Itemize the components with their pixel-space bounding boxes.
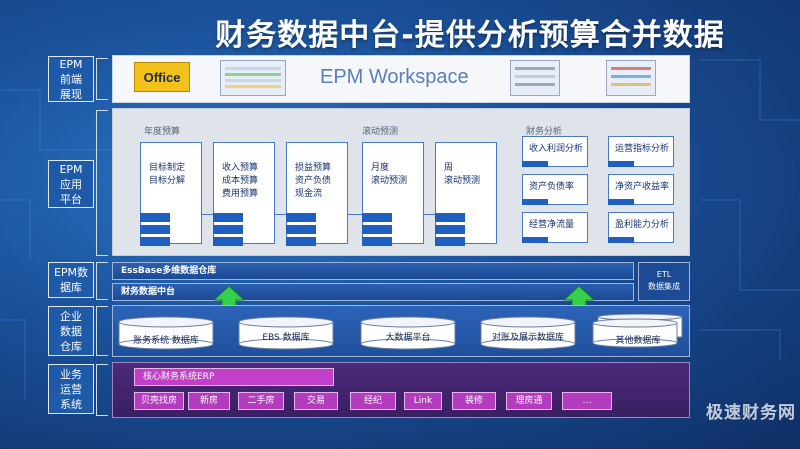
bracket-ops: [96, 364, 108, 416]
card-target-text: 目标制定 目标分解: [149, 163, 186, 186]
card-block: [286, 225, 316, 234]
analysis-roe: 净资产收益率: [608, 174, 674, 205]
side-label-epm-app: EPM 应用 平台: [48, 160, 94, 208]
mini-block: [608, 199, 634, 205]
ops-chip-link: Link: [404, 392, 442, 410]
analysis-operating-metrics: 运营指标分析: [608, 136, 674, 167]
analysis-net-flow: 经营净流量: [522, 212, 588, 243]
erp-bar: 核心财务系统ERP: [134, 368, 334, 386]
database-icon: [360, 316, 456, 350]
ops-chip-lifangtong: 理房通: [506, 392, 552, 410]
analysis-debt-ratio-text: 资产负债率: [529, 182, 575, 192]
mini-block: [522, 237, 548, 243]
warehouse-item-reconciliation: 对账及展示数据库: [491, 333, 564, 343]
side-label-epm-db: EPM数 据库: [48, 262, 94, 298]
ops-chip-beike: 贝壳找房: [134, 392, 184, 410]
database-icon: [118, 316, 214, 350]
card-block: [435, 225, 465, 234]
database-icon: [238, 316, 334, 350]
bracket-epm-app: [96, 110, 108, 256]
card-revenue-cost: 收入预算 成本预算 费用预算: [213, 142, 275, 246]
analysis-profitability-text: 盈利能力分析: [615, 220, 670, 230]
warehouse-item-ebs: EBS 数据库: [262, 333, 310, 343]
card-block: [362, 225, 392, 234]
mini-block: [522, 199, 548, 205]
workspace-title: EPM Workspace: [320, 66, 469, 88]
card-target: 目标制定 目标分解: [140, 142, 202, 246]
bracket-epm-front: [96, 58, 108, 100]
mini-block: [522, 161, 548, 167]
analysis-operating-metrics-text: 运营指标分析: [615, 144, 670, 154]
card-block: [213, 225, 243, 234]
spreadsheet-thumbnail: [220, 60, 286, 96]
ops-chip-more: …: [562, 392, 612, 410]
card-block: [213, 237, 243, 246]
card-pl-balance: 损益预算 资产负债 现金流: [286, 142, 348, 246]
finance-hub-bar: 财务数据中台: [112, 283, 634, 301]
office-logo-text: Office: [143, 69, 181, 85]
card-monthly-forecast-text: 月度 滚动预测: [371, 163, 408, 186]
side-label-ops: 业务 运营 系统: [48, 364, 94, 414]
workspace-bar: [112, 55, 690, 103]
card-block: [213, 213, 243, 222]
card-block: [140, 237, 170, 246]
dashboard-thumbnail: [606, 60, 656, 96]
card-block: [286, 237, 316, 246]
card-block: [362, 213, 392, 222]
ops-chip-new-house: 新房: [188, 392, 230, 410]
group-label-financial-analysis: 财务分析: [526, 127, 563, 137]
card-weekly-forecast-text: 周 滚动预测: [444, 163, 481, 186]
analysis-revenue-profit-text: 收入利润分析: [529, 144, 584, 154]
warehouse-item-other: 其他数据库: [615, 336, 661, 346]
database-icon: [480, 316, 576, 350]
card-weekly-forecast: 周 滚动预测: [435, 142, 497, 246]
analysis-revenue-profit: 收入利润分析: [522, 136, 588, 167]
group-label-rolling-forecast: 滚动预测: [362, 127, 399, 137]
analysis-net-flow-text: 经营净流量: [529, 220, 575, 230]
bracket-warehouse: [96, 306, 108, 356]
card-pl-balance-text: 损益预算 资产负债 现金流: [295, 163, 332, 199]
side-label-epm-front: EPM 前端 展现: [48, 56, 94, 102]
database-stack-icon: [592, 314, 683, 348]
card-block: [286, 213, 316, 222]
ops-chip-transaction: 交易: [294, 392, 338, 410]
card-block: [140, 213, 170, 222]
up-arrow-right: [564, 286, 594, 318]
essbase-bar: EssBase多维数据仓库: [112, 262, 634, 280]
card-block: [435, 237, 465, 246]
mini-block: [608, 161, 634, 167]
report-thumbnail: [510, 60, 560, 96]
card-revenue-cost-text: 收入预算 成本预算 费用预算: [222, 163, 259, 199]
card-monthly-forecast: 月度 滚动预测: [362, 142, 424, 246]
warehouse-item-bigdata: 大数据平台: [385, 333, 431, 343]
ops-chip-brokerage: 经纪: [350, 392, 396, 410]
card-block: [435, 213, 465, 222]
analysis-roe-text: 净资产收益率: [615, 182, 670, 192]
bracket-epm-db: [96, 262, 108, 300]
mini-block: [608, 237, 634, 243]
ops-chip-decoration: 装修: [452, 392, 496, 410]
watermark: 极速财务网: [706, 403, 796, 423]
card-block: [362, 237, 392, 246]
page-title: 财务数据中台-提供分析预算合并数据: [215, 18, 725, 53]
analysis-profitability: 盈利能力分析: [608, 212, 674, 243]
up-arrow-left: [214, 286, 244, 318]
analysis-debt-ratio: 资产负债率: [522, 174, 588, 205]
warehouse-item-accounting: 账务系统 数据库: [133, 336, 199, 346]
etl-box: ETL 数据集成: [638, 262, 690, 301]
card-block: [140, 225, 170, 234]
side-label-warehouse: 企业 数据 仓库: [48, 306, 94, 356]
group-label-annual-budget: 年度预算: [144, 127, 181, 137]
ops-chip-second-hand: 二手房: [238, 392, 284, 410]
office-logo: Office: [134, 62, 190, 92]
